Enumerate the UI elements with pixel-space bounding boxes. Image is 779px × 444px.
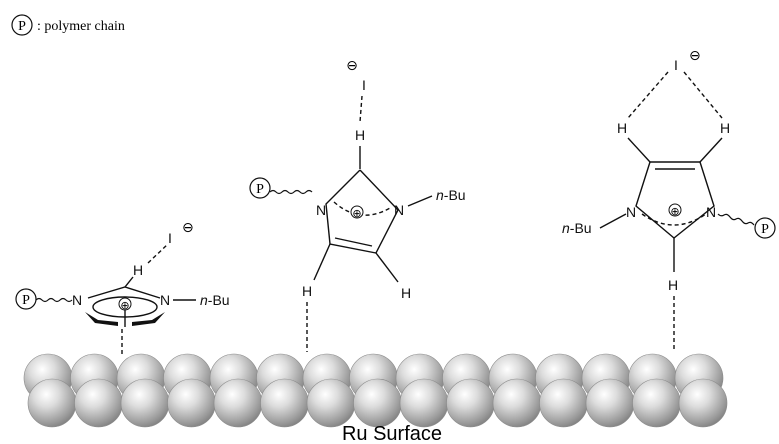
left-n1: N: [72, 292, 82, 308]
right-h-iodide-hbond-left: [627, 71, 669, 119]
right-n1: N: [626, 204, 636, 220]
right-cation-charge: ⊕: [670, 206, 679, 218]
right-n3: N: [706, 204, 716, 220]
left-ring-wedge-right: [132, 312, 165, 326]
ru-atom-sphere: [120, 378, 170, 428]
middle-n3: N: [394, 202, 404, 218]
right-c4-hydrogen: H: [617, 120, 627, 136]
left-c2-hydrogen: H: [133, 262, 143, 278]
right-butyl-bond: [599, 213, 627, 229]
left-anion-charge: ⊖: [182, 219, 194, 235]
left-polymer-circle: [15, 288, 37, 310]
left-butyl: n-Bu: [200, 292, 230, 308]
right-cation-charge-icon: [668, 203, 682, 217]
middle-anion-charge: ⊖: [346, 57, 358, 73]
middle-c4-hydrogen: H: [302, 283, 312, 299]
ru-atom-sphere: [213, 378, 263, 428]
right-butyl: n-Bu: [562, 220, 592, 236]
ru-atom-sphere: [27, 378, 77, 428]
middle-butyl-bond: [407, 195, 433, 207]
middle-ring-bonds: [325, 169, 399, 254]
right-c5-h-bond: [699, 137, 723, 163]
ru-atom-sphere: [260, 378, 309, 428]
legend-polymer-circle: [11, 14, 33, 36]
ru-atom-sphere: [539, 378, 588, 428]
left-c2-h-bond: [124, 276, 134, 288]
middle-n1: N: [316, 202, 326, 218]
right-imidazolium: I ⊖ H H ⊕ N N n-Bu P H: [562, 47, 776, 352]
legend-text: : polymer chain: [37, 19, 125, 34]
right-polymer-circle: [754, 217, 776, 239]
middle-ring-double-bond: [334, 237, 373, 247]
ru-atom-sphere: [632, 378, 681, 428]
legend: P : polymer chain: [11, 14, 125, 36]
middle-polymer-link: [269, 189, 313, 195]
middle-polymer-circle: [249, 177, 271, 199]
left-polymer-link: [35, 297, 73, 303]
middle-c4-h-bond: [313, 243, 331, 281]
middle-c2-hydrogen: H: [355, 127, 365, 143]
ru-atom-sphere: [167, 378, 216, 428]
left-iodide: I: [168, 230, 172, 246]
right-anion-charge: ⊖: [689, 47, 701, 63]
ru-atom-sphere: [446, 378, 495, 428]
surface-label: Ru Surface: [342, 423, 442, 444]
left-n3: N: [160, 292, 170, 308]
right-iodide: I: [674, 57, 678, 73]
ru-atom-sphere: [678, 378, 728, 428]
ru-atom-sphere: [74, 378, 123, 428]
middle-c5-hydrogen: H: [401, 285, 411, 301]
middle-h-iodide-hbond: [359, 95, 363, 123]
ru-atom-sphere: [353, 378, 402, 428]
middle-cation-charge-icon: [350, 205, 364, 219]
right-polymer-link: [717, 213, 755, 226]
right-h-iodide-hbond-right: [683, 71, 723, 119]
right-polymer-symbol: P: [761, 222, 769, 237]
legend-polymer-symbol: P: [18, 19, 26, 34]
left-ring-wedge-left: [85, 312, 118, 326]
right-c2-hydrogen: H: [668, 277, 678, 293]
ru-atom-sphere: [492, 378, 542, 428]
middle-butyl: n-Bu: [436, 187, 466, 203]
left-polymer-symbol: P: [22, 293, 30, 308]
ru-atom-sphere: [306, 378, 356, 428]
left-cation-charge-icon: [118, 297, 132, 311]
middle-c5-h-bond: [375, 252, 399, 283]
right-ring-bonds: [635, 161, 715, 239]
ru-atom-sphere: [585, 378, 635, 428]
ru-surface-spheres: [23, 353, 728, 428]
left-h-iodide-hbond: [147, 243, 169, 264]
middle-iodide: I: [362, 77, 366, 93]
right-c4-h-bond: [627, 137, 651, 163]
middle-imidazolium: ⊖ I H ⊕ N N P n-Bu H H: [249, 57, 466, 352]
left-imidazolium: P ⊕ N N n-Bu H I ⊖: [15, 219, 230, 355]
ru-atom-sphere: [399, 378, 449, 428]
left-cation-charge: ⊕: [120, 300, 129, 312]
right-c5-hydrogen: H: [720, 120, 730, 136]
middle-polymer-symbol: P: [256, 182, 264, 197]
middle-cation-charge: ⊕: [352, 208, 361, 220]
